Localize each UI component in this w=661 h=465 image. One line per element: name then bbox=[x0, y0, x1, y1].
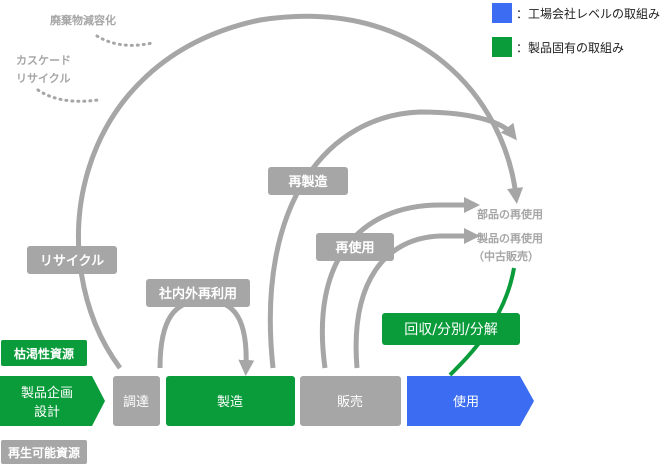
note-cascade-1: カスケード bbox=[16, 54, 71, 67]
remanufacture-arc bbox=[267, 109, 517, 369]
tag-remanufacture bbox=[268, 167, 348, 195]
stage-planning-label-1: 製品企画 bbox=[21, 385, 73, 401]
stage-procurement bbox=[113, 376, 160, 426]
tag-reuse-label: 再使用 bbox=[335, 240, 374, 256]
stage-use bbox=[407, 376, 534, 426]
tag-remanufacture-label: 再製造 bbox=[288, 174, 328, 190]
tag-inhouse-reuse-label: 社内外再利用 bbox=[158, 286, 237, 302]
stage-procurement-label: 調達 bbox=[123, 395, 149, 410]
note-cascade-2: リサイクル bbox=[16, 72, 70, 85]
note-product-reuse-1: 製品の再使用 bbox=[476, 231, 543, 245]
legend-swatch-company bbox=[492, 3, 512, 23]
stage-use-label: 使用 bbox=[453, 394, 479, 410]
tag-collection-label: 回収/分別/分解 bbox=[404, 322, 497, 338]
stage-manufacturing-label: 製造 bbox=[217, 395, 243, 410]
tag-recycle bbox=[27, 246, 117, 274]
resource-renewable-label: 再生可能資源 bbox=[8, 445, 80, 460]
tag-inhouse-reuse bbox=[146, 279, 250, 307]
tag-collection bbox=[382, 313, 520, 345]
cascade-dots bbox=[36, 88, 100, 103]
stage-planning bbox=[0, 376, 105, 426]
stage-sales bbox=[300, 376, 401, 426]
stage-sales-label: 販売 bbox=[337, 394, 363, 410]
resource-depleting bbox=[1, 340, 87, 366]
note-parts-reuse: 部品の再使用 bbox=[477, 207, 543, 221]
stage-planning-label-2: 設計 bbox=[34, 404, 60, 420]
stage-manufacturing bbox=[166, 376, 295, 426]
waste-dots bbox=[95, 34, 154, 47]
note-waste: 廃棄物減容化 bbox=[50, 13, 116, 27]
tag-reuse bbox=[316, 233, 394, 261]
reuse-arc-inner bbox=[353, 227, 481, 369]
inhouse-loop bbox=[157, 297, 255, 376]
legend-swatch-product bbox=[492, 37, 512, 57]
tag-recycle-label: リサイクル bbox=[40, 254, 104, 269]
resource-depleting-label: 枯渇性資源 bbox=[14, 346, 74, 361]
resource-renewable bbox=[1, 440, 87, 464]
legend-label-product: ：製品固有の取組み bbox=[516, 41, 625, 55]
legend-label-company: ：工場会社レベルの取組み bbox=[516, 7, 661, 21]
note-product-reuse-2: （中古販売） bbox=[473, 249, 539, 263]
